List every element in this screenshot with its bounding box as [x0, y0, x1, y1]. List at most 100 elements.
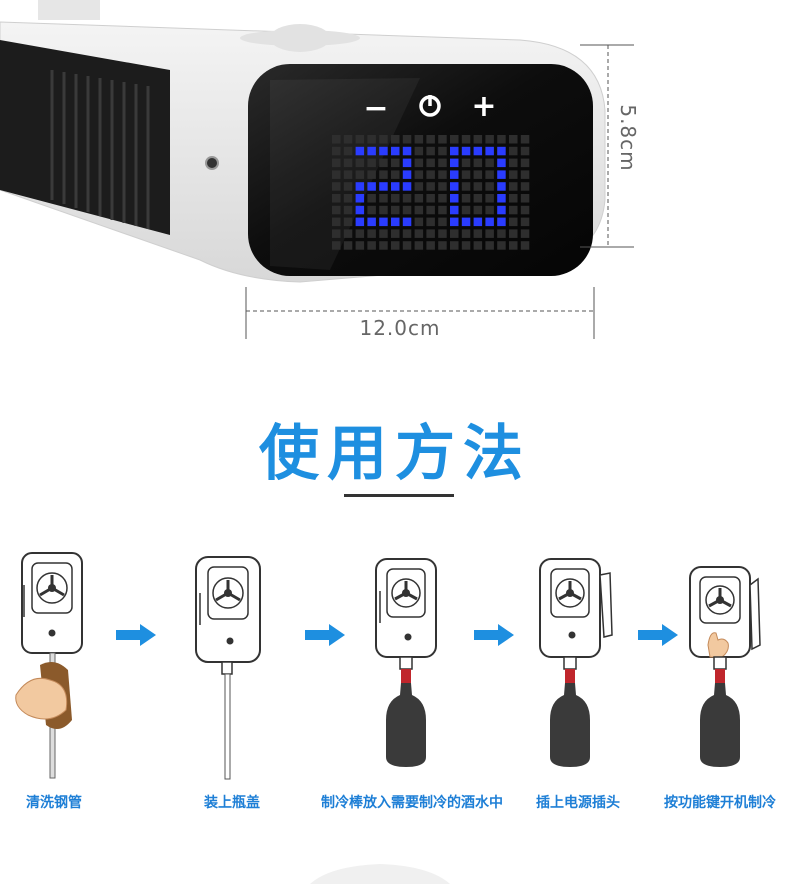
led-dot-off: [379, 194, 388, 203]
led-dot-off: [509, 194, 518, 203]
led-dot-off: [438, 217, 447, 227]
led-dot-off: [355, 135, 365, 144]
led-dot-off: [414, 170, 424, 179]
mount-pole: [38, 0, 100, 20]
led-dot-off: [438, 146, 447, 156]
led-dot-off: [520, 158, 530, 168]
led-dot-lit: [497, 146, 506, 156]
led-dot-off: [461, 182, 471, 191]
height-dimension-label: 5.8cm: [616, 104, 640, 172]
led-dot-off: [509, 217, 518, 227]
led-dot-off: [402, 241, 412, 250]
led-dot-off: [520, 135, 530, 144]
led-dot-off: [461, 194, 471, 203]
led-dot-off: [473, 229, 483, 238]
led-dot-off: [450, 135, 459, 144]
step-4-label: 插上电源插头: [536, 795, 620, 811]
led-dot-lit: [497, 158, 506, 168]
led-dot-off: [367, 194, 376, 203]
led-dot-off: [520, 241, 530, 250]
device-product-photo: − +: [0, 0, 606, 283]
led-dot-off: [485, 170, 494, 179]
led-dot-off: [438, 170, 447, 179]
led-dot-off: [426, 135, 435, 144]
led-dot-off: [391, 135, 400, 144]
led-dot-off: [485, 205, 494, 215]
grille-slats: [50, 70, 150, 229]
led-dot-off: [426, 146, 435, 156]
power-icon[interactable]: [419, 95, 441, 117]
led-dot-off: [473, 135, 483, 144]
led-dot-off: [343, 217, 353, 227]
led-dot-off: [520, 146, 530, 156]
height-dimension-line: [580, 44, 634, 248]
led-dot-off: [343, 229, 353, 238]
led-dot-off: [438, 205, 447, 215]
led-dot-off: [367, 229, 376, 238]
arrow-right-icon: [305, 624, 345, 646]
led-dot-off: [343, 135, 353, 144]
step-3-label: 制冷棒放入需要制冷的酒水中: [321, 795, 503, 811]
step-1-label: 清洗钢管: [26, 795, 82, 811]
led-dot-off: [473, 158, 483, 168]
led-dot-off: [332, 182, 341, 191]
led-dot-off: [509, 170, 518, 179]
led-dot-lit: [402, 217, 412, 227]
led-dot-off: [391, 229, 400, 238]
led-dot-off: [391, 194, 400, 203]
led-dot-off: [332, 158, 341, 168]
led-dot-off: [485, 229, 494, 238]
led-dot-lit: [391, 146, 400, 156]
led-dot-off: [402, 194, 412, 203]
led-dot-off: [379, 135, 388, 144]
minus-button[interactable]: −: [363, 91, 388, 126]
led-dot-off: [343, 170, 353, 179]
side-grille: [0, 40, 170, 235]
led-dot-lit: [367, 146, 376, 156]
step-1-illustration: [10, 545, 140, 785]
top-vent-pattern: [240, 24, 360, 52]
step-2-label: 装上瓶盖: [204, 795, 260, 811]
led-dot-lit: [473, 146, 483, 156]
title-underline: [344, 494, 454, 497]
led-dot-lit: [450, 146, 459, 156]
led-dot-off: [450, 241, 459, 250]
step-4-illustration: [520, 545, 650, 785]
led-dot-off: [438, 135, 447, 144]
led-dot-lit: [485, 217, 494, 227]
led-dot-off: [509, 146, 518, 156]
led-dot-off: [426, 158, 435, 168]
led-dot-off: [461, 158, 471, 168]
led-dot-off: [461, 229, 471, 238]
led-dot-off: [520, 217, 530, 227]
led-dot-lit: [497, 194, 506, 203]
led-dot-off: [343, 158, 353, 168]
led-dot-lit: [402, 170, 412, 179]
led-dot-off: [426, 182, 435, 191]
plus-button[interactable]: +: [471, 89, 496, 124]
led-dot-lit: [379, 182, 388, 191]
led-dot-off: [485, 241, 494, 250]
led-dot-off: [426, 194, 435, 203]
led-dot-off: [426, 241, 435, 250]
led-dot-off: [379, 205, 388, 215]
led-dot-off: [414, 135, 424, 144]
led-dot-off: [473, 205, 483, 215]
led-dot-off: [391, 241, 400, 250]
led-dot-off: [438, 194, 447, 203]
led-dot-lit: [355, 217, 365, 227]
led-dot-lit: [402, 182, 412, 191]
led-dot-lit: [497, 182, 506, 191]
led-dot-off: [414, 182, 424, 191]
led-dot-off: [473, 182, 483, 191]
led-dot-off: [414, 158, 424, 168]
led-dot-off: [520, 182, 530, 191]
led-dot-off: [332, 146, 341, 156]
led-dot-off: [426, 229, 435, 238]
led-dot-off: [332, 194, 341, 203]
led-dot-off: [473, 241, 483, 250]
arrow-right-icon: [116, 624, 156, 646]
led-dot-off: [438, 229, 447, 238]
led-dot-off: [355, 241, 365, 250]
led-dot-lit: [402, 146, 412, 156]
